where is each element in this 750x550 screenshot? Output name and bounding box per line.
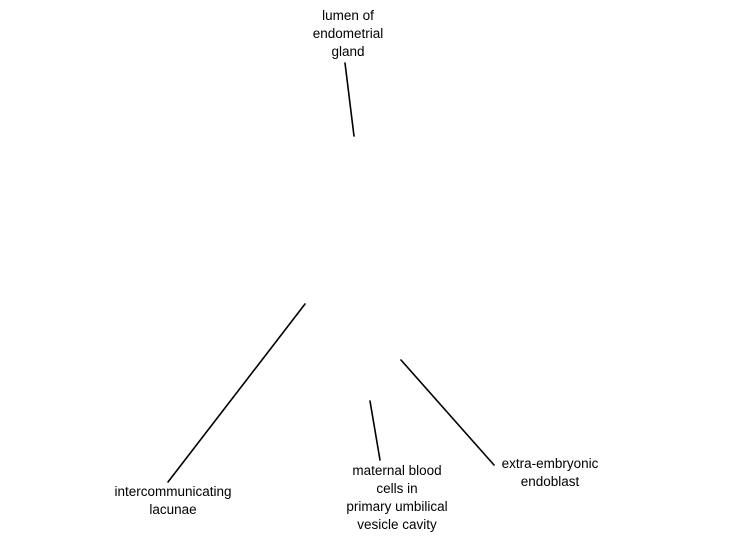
label-line: gland [331,44,365,59]
leader-line-extra-embryonic-endoblast [400,359,495,466]
label-line: vesicle cavity [357,517,437,532]
label-line: lacunae [149,502,197,517]
label-line: cells in [376,481,418,496]
label-intercommunicating-lacunae: intercommunicating lacunae [78,483,268,519]
label-maternal-blood-cells: maternal blood cells in primary umbilica… [332,462,462,534]
label-line: endometrial [312,26,384,41]
label-line: lumen of [322,8,374,23]
label-lumen-of-endometrial-gland: lumen of endometrial gland [288,7,408,61]
leader-line-endometrial-gland [344,62,355,137]
label-extra-embryonic-endoblast: extra-embryonic endoblast [480,455,620,491]
label-line: maternal blood [352,463,442,478]
label-line: primary umbilical [346,499,448,514]
label-line: extra-embryonic [501,456,599,471]
label-line: intercommunicating [114,484,232,499]
leader-line-maternal-blood-cells [369,400,381,461]
label-line: endoblast [520,474,580,489]
leader-line-intercommunicating-lacunae [167,303,306,483]
